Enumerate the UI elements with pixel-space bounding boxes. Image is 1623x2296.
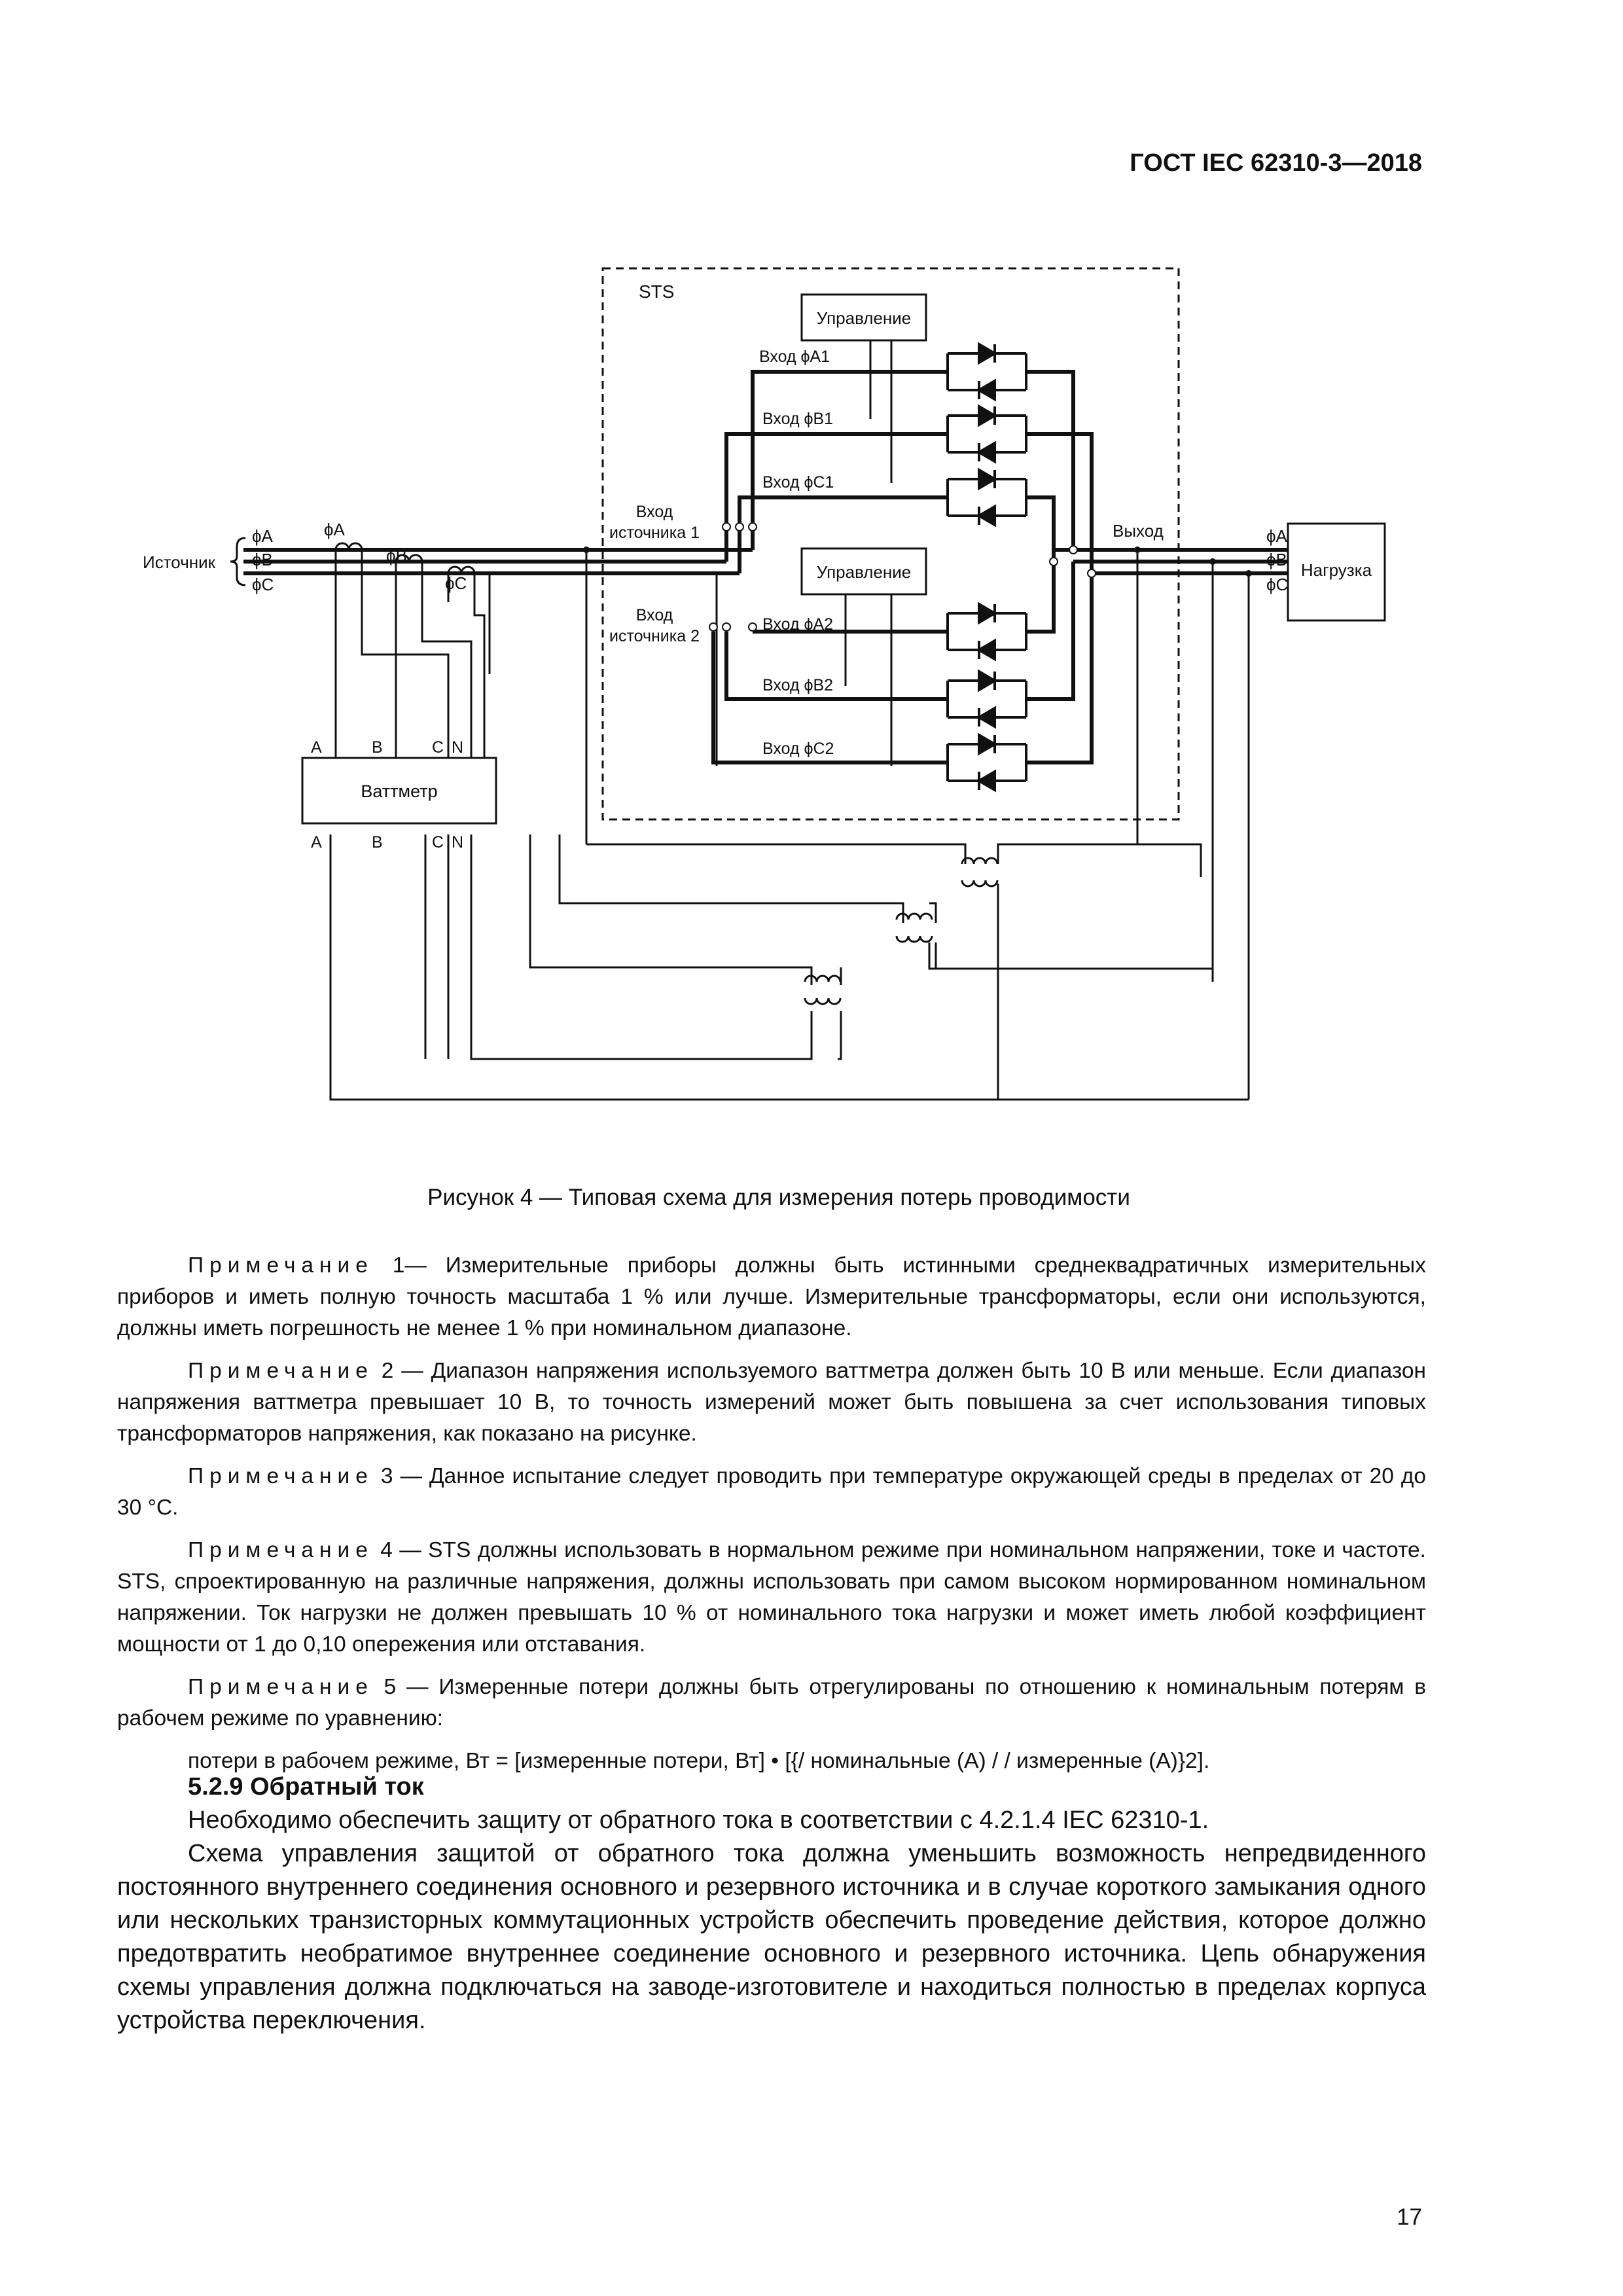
control-bottom-label: Управление — [817, 562, 912, 582]
section-paragraph-1: Необходимо обеспечить защиту от обратног… — [188, 1806, 1209, 1834]
in-c2-label: Вход ϕC2 — [762, 740, 834, 758]
note-1: Примечание 1— Измерительные приборы долж… — [117, 1250, 1426, 1344]
ct-a-label: ϕA — [324, 520, 346, 539]
sts-label: STS — [639, 281, 674, 302]
in-b2-label: Вход ϕB2 — [762, 676, 833, 694]
wm-top-n: N — [452, 738, 463, 757]
note-3: Примечание 3 — Данное испытание следует … — [117, 1461, 1426, 1524]
control-top-label: Управление — [817, 308, 912, 328]
phase-c-left: ϕC — [252, 575, 274, 594]
in-a2-label: Вход ϕA2 — [762, 615, 833, 634]
standard-header: ГОСТ IEC 62310-3—2018 — [1130, 149, 1422, 177]
page-number: 17 — [1397, 2204, 1422, 2230]
src1-label-1: Вход — [636, 503, 673, 521]
circuit-diagram: STS Управление Управление Вход ϕA1 Вход … — [143, 267, 1386, 1101]
wm-bottom-c: C — [432, 833, 444, 852]
note-text: 1— Измерительные приборы должны быть ист… — [117, 1253, 1426, 1340]
phase-a-left: ϕA — [252, 526, 274, 546]
phase-b-left: ϕB — [252, 550, 273, 569]
control-box-top — [800, 293, 927, 342]
source-label: Источник — [143, 552, 216, 572]
section-5-2-9: 5.2.9 Обратный ток Необходимо обеспечить… — [117, 1770, 1426, 2037]
phase-a-right: ϕA — [1266, 526, 1288, 546]
loss-formula: потери в рабочем режиме, Вт = [измеренны… — [188, 1749, 1210, 1773]
src2-label-2: источника 2 — [609, 627, 700, 645]
src1-label-2: источника 1 — [609, 524, 700, 542]
wm-top-c: C — [432, 738, 444, 757]
note-2: Примечание 2 — Диапазон напряжения испол… — [117, 1355, 1426, 1450]
note-label: Примечание — [188, 1359, 374, 1383]
wm-bottom-b: B — [372, 833, 383, 852]
in-c1-label: Вход ϕC1 — [762, 473, 834, 492]
load-label: Нагрузка — [1301, 560, 1372, 580]
figure-caption: Рисунок 4 — Типовая схема для измерения … — [427, 1185, 1130, 1210]
note-5: Примечание 5 — Измеренные потери должны … — [117, 1672, 1426, 1734]
note-4: Примечание 4 — STS должны использовать в… — [117, 1535, 1426, 1660]
note-label: Примечание — [188, 1675, 374, 1699]
wm-bottom-a: A — [311, 833, 322, 852]
control-box-bottom — [800, 547, 927, 596]
section-heading: 5.2.9 Обратный ток — [188, 1773, 424, 1801]
phase-c-right: ϕC — [1266, 575, 1288, 594]
wattmeter-label: Ваттметр — [361, 781, 437, 801]
note-text: 2 — Диапазон напряжения используемого ва… — [117, 1359, 1426, 1446]
wm-top-b: B — [372, 738, 383, 757]
in-a1-label: Вход ϕA1 — [759, 348, 830, 366]
note-text: 4 — STS должны использовать в нормальном… — [117, 1538, 1426, 1657]
note-label: Примечание — [188, 1538, 374, 1562]
wm-bottom-n: N — [452, 833, 463, 852]
src2-label-1: Вход — [636, 606, 673, 624]
wattmeter-box — [301, 757, 497, 825]
phase-b-right: ϕB — [1266, 550, 1287, 569]
note-text: 5 — Измеренные потери должны быть отрегу… — [117, 1675, 1426, 1731]
note-label: Примечание — [188, 1253, 374, 1278]
note-text: 3 — Данное испытание следует проводить п… — [117, 1464, 1426, 1520]
notes-block: Примечание 1— Измерительные приборы долж… — [117, 1250, 1426, 1785]
load-box — [1287, 522, 1386, 622]
note-label: Примечание — [188, 1464, 374, 1488]
wm-top-a: A — [311, 738, 322, 757]
section-paragraph-2: Схема управления защитой от обратного то… — [117, 1840, 1426, 2034]
output-label: Выход — [1113, 521, 1164, 541]
in-b1-label: Вход ϕB1 — [762, 410, 833, 428]
